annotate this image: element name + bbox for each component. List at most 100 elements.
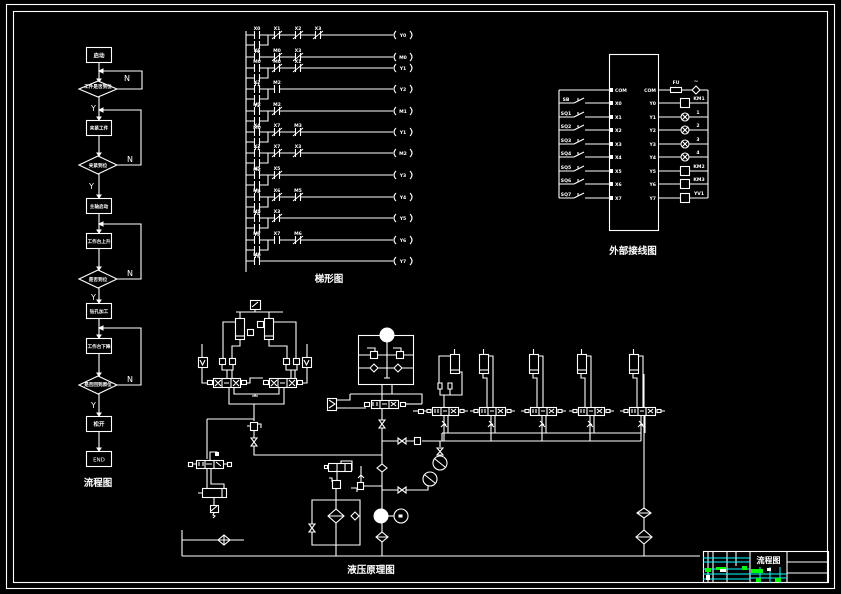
contact-label: X2 bbox=[295, 26, 302, 32]
yes-label: Y bbox=[90, 293, 96, 302]
fuse-icon bbox=[669, 86, 683, 94]
contact-label: M2 bbox=[253, 167, 261, 173]
no-contact-icon bbox=[253, 203, 261, 211]
input-terminal-label: X0 bbox=[615, 101, 622, 107]
nc-contact-icon bbox=[292, 127, 304, 137]
relay-coil-icon bbox=[679, 97, 691, 109]
flow-decision-2 bbox=[77, 155, 119, 175]
coil-label: Y2 bbox=[399, 87, 407, 93]
coil-label: Y0 bbox=[399, 33, 407, 39]
no-contact-icon bbox=[253, 138, 261, 146]
coil-icon bbox=[393, 170, 413, 180]
flow-node-process bbox=[85, 232, 113, 250]
nc-contact-icon bbox=[292, 52, 304, 62]
contact-label: M5 bbox=[294, 188, 302, 194]
flow-control-icon bbox=[487, 420, 495, 428]
nc-contact-icon bbox=[271, 106, 283, 116]
terminal-icon bbox=[609, 155, 613, 159]
check-valve-icon bbox=[218, 357, 227, 366]
valve-manifold-box bbox=[357, 334, 415, 386]
output-terminal-label: Y6 bbox=[648, 182, 656, 188]
contact-label: M0 bbox=[253, 125, 261, 131]
flow-decision-4 bbox=[77, 375, 119, 395]
terminal-icon bbox=[609, 142, 613, 146]
solenoid-icon bbox=[262, 379, 270, 386]
contact-label: Y0 bbox=[253, 49, 261, 55]
relief-valve-icon bbox=[369, 350, 379, 360]
flow-node-process bbox=[85, 197, 113, 215]
contact-label: X2 bbox=[254, 80, 261, 86]
hydraulic-cylinder-icon bbox=[528, 353, 540, 375]
feed-cylinder bbox=[470, 349, 515, 441]
hydraulic-diagram: 液压原理图 bbox=[181, 299, 700, 576]
flow-node-text: 夹紧到位 bbox=[89, 162, 108, 169]
no-contact-icon bbox=[253, 64, 261, 72]
pressure-reducing-valve-icon bbox=[301, 356, 313, 369]
terminal-icon bbox=[609, 128, 613, 132]
flow-control-icon bbox=[637, 420, 645, 428]
flow-control-icon bbox=[586, 420, 594, 428]
flowchart: 启动 工件是否到位 夹紧工件 夹紧到位 主轴启动 工作台上升 是否到位 钻孔加工… bbox=[77, 46, 143, 489]
coil-label: Y6 bbox=[399, 238, 407, 244]
input-device-label: SQ1 bbox=[561, 111, 571, 117]
no-contact-icon bbox=[253, 171, 261, 179]
contact-label: M6 bbox=[294, 231, 302, 237]
contact-label: Y1 bbox=[253, 146, 261, 152]
no-contact-icon bbox=[253, 159, 261, 167]
no-contact-icon bbox=[253, 224, 261, 232]
loop-line-1 bbox=[99, 70, 143, 90]
limit-switch-icon bbox=[559, 124, 609, 131]
contact-label: Y5 bbox=[253, 232, 261, 238]
sensor-icon bbox=[246, 328, 255, 337]
flow-node-process bbox=[85, 119, 113, 137]
nc-contact-icon bbox=[271, 52, 283, 62]
coil-icon bbox=[393, 52, 413, 62]
wiring-diagram: 外部接线图 COMSBX0SQ1X1SQ2X2SQ3X3SQ4X4SQ5X5SQ… bbox=[558, 53, 709, 257]
flow-node-text: 工作台下降 bbox=[88, 343, 111, 350]
check-valve-icon bbox=[292, 357, 301, 366]
coil-label: Y3 bbox=[399, 173, 407, 179]
flow-node-text: 启动 bbox=[93, 52, 105, 60]
limit-switch-icon bbox=[559, 97, 609, 104]
no-contact-icon bbox=[253, 107, 261, 115]
terminal-icon bbox=[609, 182, 613, 186]
limit-switch-icon bbox=[559, 165, 609, 172]
contact-label: Y4 bbox=[253, 211, 261, 217]
flow-node-text: 是否回到原位 bbox=[83, 381, 112, 388]
sequence-valve-icon bbox=[356, 481, 365, 491]
input-device-label: SQ7 bbox=[561, 192, 571, 198]
contact-label: X1 bbox=[274, 26, 281, 32]
title-block-grid bbox=[703, 557, 787, 583]
directional-valve-icon bbox=[195, 459, 225, 470]
coil-icon bbox=[393, 30, 413, 40]
coil-icon bbox=[393, 148, 413, 158]
check-valve-icon bbox=[437, 382, 453, 396]
nc-contact-icon bbox=[271, 192, 283, 202]
loop-line-4 bbox=[99, 327, 142, 386]
no-contact-icon bbox=[273, 85, 281, 93]
pump-station bbox=[182, 327, 700, 557]
yes-label: Y bbox=[88, 182, 94, 191]
relay-coil-icon bbox=[679, 165, 691, 177]
directional-valve-icon bbox=[268, 377, 298, 389]
hydraulic-cylinder-icon bbox=[449, 353, 461, 375]
flow-node-process bbox=[85, 302, 113, 320]
contact-label: M6 bbox=[253, 252, 261, 258]
nc-contact-icon bbox=[271, 30, 283, 40]
output-terminal-label: Y7 bbox=[648, 196, 656, 202]
contact-label: X1 bbox=[295, 59, 302, 65]
solenoid-icon bbox=[209, 504, 220, 514]
input-terminal-label: X6 bbox=[615, 182, 622, 188]
contact-label: Y2 bbox=[253, 103, 261, 109]
